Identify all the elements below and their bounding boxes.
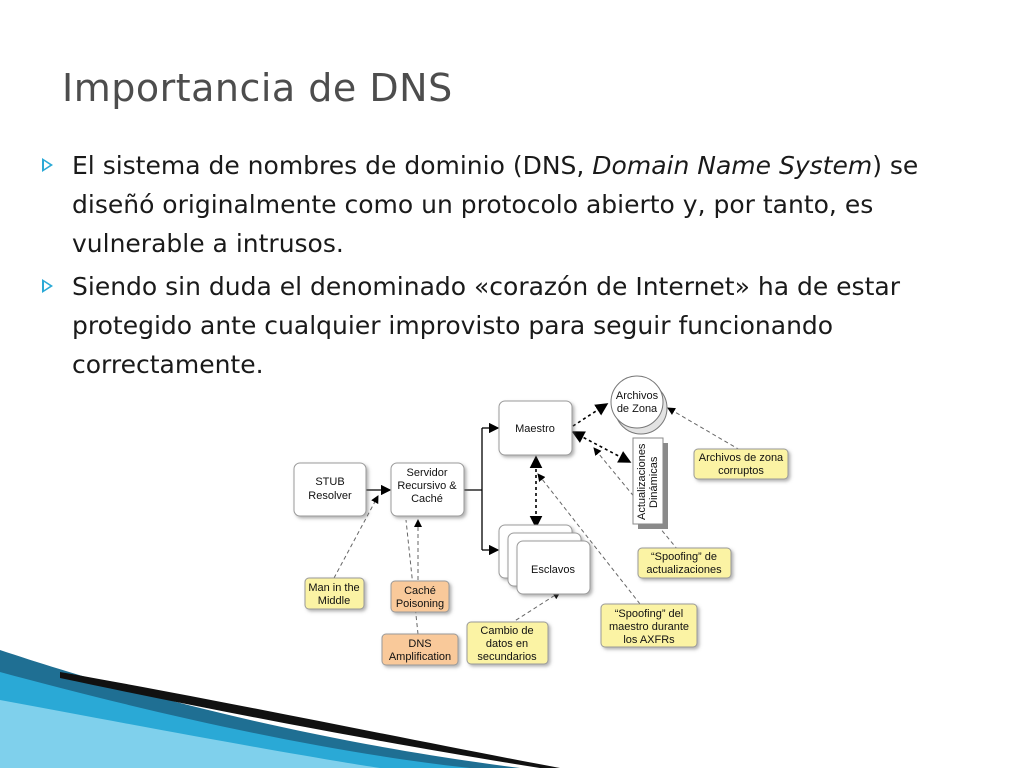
dns-amplification-box bbox=[381, 633, 459, 666]
slide-title: Importancia de DNS bbox=[62, 66, 453, 110]
actualizaciones-box bbox=[632, 437, 664, 525]
archivos-corruptos-label-1: Archivos de zona bbox=[699, 452, 784, 464]
swoosh-light-blue bbox=[0, 700, 380, 768]
arrow-maestro-actualizaciones bbox=[571, 431, 632, 463]
servidor-label-2: Recursivo & bbox=[397, 480, 457, 492]
threat-line-man-in-middle bbox=[333, 495, 379, 579]
bullet-icon bbox=[42, 279, 53, 293]
spoofing-maestro-box bbox=[600, 603, 698, 648]
servidor-box bbox=[390, 462, 465, 517]
threat-line-cambio-datos bbox=[509, 591, 561, 625]
threat-line-archivos-corruptos bbox=[667, 407, 741, 451]
slide-body: El sistema de nombres de dominio (DNS, D… bbox=[42, 146, 958, 388]
threat-spoofing-maestro: “Spoofing” del maestro durante los AXFRs bbox=[600, 603, 698, 648]
paragraph-dns-intro: El sistema de nombres de dominio (DNS, D… bbox=[42, 146, 958, 263]
man-in-middle-label-1: Man in the bbox=[308, 582, 359, 594]
man-in-middle-label-2: Middle bbox=[318, 595, 350, 607]
servidor-label-1: Servidor bbox=[407, 467, 448, 479]
cache-poisoning-label-2: Poisoning bbox=[396, 598, 444, 610]
node-maestro: Maestro bbox=[498, 400, 573, 456]
servidor-label-3: Caché bbox=[411, 493, 443, 505]
spoofing-maestro-label-1: “Spoofing” del bbox=[615, 608, 684, 620]
bullet-icon bbox=[42, 158, 53, 172]
cambio-datos-box bbox=[466, 621, 549, 665]
actualizaciones-label-1: Actualizaciones bbox=[636, 443, 648, 520]
node-archivos-de-zona: Archivos de Zona bbox=[610, 375, 668, 435]
spoofing-actualizaciones-label-1: “Spoofing” de bbox=[651, 551, 717, 563]
node-stub-resolver: STUB Resolver bbox=[293, 462, 367, 517]
threat-dns-amplification: DNS Amplification bbox=[381, 633, 459, 666]
dns-amplification-label-1: DNS bbox=[408, 638, 431, 650]
cambio-datos-label-1: Cambio de bbox=[480, 625, 533, 637]
spoofing-actualizaciones-box bbox=[637, 547, 732, 579]
spoofing-maestro-label-2: maestro durante bbox=[609, 621, 689, 633]
actualizaciones-label-2: Dinámicas bbox=[648, 456, 660, 508]
cache-poisoning-box bbox=[390, 580, 450, 613]
flow-connectors bbox=[366, 403, 632, 556]
threat-man-in-the-middle: Man in the Middle bbox=[304, 577, 365, 610]
paragraph-1-italic-term: Domain Name System bbox=[592, 151, 873, 180]
maestro-box bbox=[498, 400, 573, 456]
spoofing-actualizaciones-label-2: actualizaciones bbox=[646, 564, 722, 576]
cache-poisoning-label-1: Caché bbox=[404, 585, 436, 597]
stub-label-2: Resolver bbox=[308, 490, 352, 502]
paragraph-1-text-end: ) se diseñó originalmente como un protoc… bbox=[72, 151, 919, 258]
node-actualizaciones-dinamicas: Actualizaciones Dinámicas bbox=[632, 437, 668, 529]
cambio-datos-label-3: secundarios bbox=[477, 651, 537, 663]
paragraph-2-text: Siendo sin duda el denominado «corazón d… bbox=[72, 272, 900, 379]
paragraph-1-text-start: El sistema de nombres de dominio (DNS, bbox=[72, 151, 593, 180]
cambio-datos-label-2: datos en bbox=[486, 638, 528, 650]
threat-cambio-de-datos: Cambio de datos en secundarios bbox=[466, 621, 549, 665]
paragraph-internet-heart: Siendo sin duda el denominado «corazón d… bbox=[42, 267, 958, 384]
archivos-corruptos-box bbox=[693, 448, 789, 480]
threat-line-dns-amplification bbox=[405, 519, 419, 635]
stub-label-1: STUB bbox=[315, 476, 344, 488]
maestro-label: Maestro bbox=[515, 423, 555, 435]
threat-spoofing-actualizaciones: “Spoofing” de actualizaciones bbox=[637, 547, 732, 579]
esclavos-box-front bbox=[516, 540, 591, 595]
node-esclavos: Esclavos bbox=[498, 524, 591, 595]
spoofing-maestro-label-3: los AXFRs bbox=[623, 634, 675, 646]
archivos-disk-front bbox=[610, 375, 664, 429]
node-servidor-recursivo: Servidor Recursivo & Caché bbox=[390, 462, 465, 517]
dns-amplification-label-2: Amplification bbox=[389, 651, 451, 663]
stub-box bbox=[293, 462, 367, 517]
esclavos-label: Esclavos bbox=[531, 564, 576, 576]
archivos-corruptos-label-2: corruptos bbox=[718, 465, 764, 477]
man-in-middle-box bbox=[304, 577, 365, 610]
threat-cache-poisoning: Caché Poisoning bbox=[390, 580, 450, 613]
swoosh-black-line bbox=[60, 672, 560, 768]
archivos-label-2: de Zona bbox=[617, 403, 658, 415]
archivos-label-1: Archivos bbox=[616, 390, 659, 402]
arrow-maestro-archivos bbox=[572, 403, 609, 427]
threat-archivos-corruptos: Archivos de zona corruptos bbox=[693, 448, 789, 480]
